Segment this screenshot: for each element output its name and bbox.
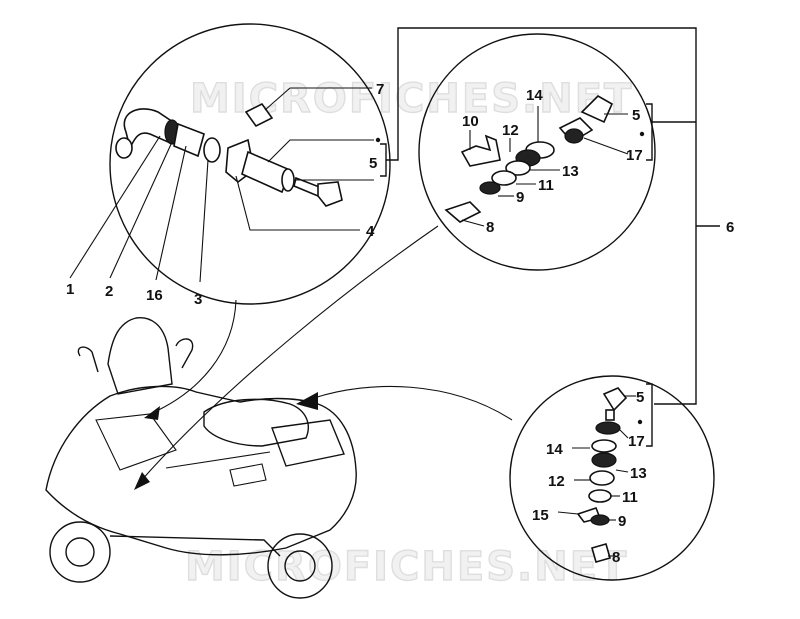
part-8-clip [444, 201, 482, 223]
part-13-ring [505, 160, 531, 176]
part-5-cylinder [241, 150, 292, 194]
leader-13 [615, 469, 629, 473]
label-8: 8 [486, 219, 494, 236]
rear-compartment [271, 419, 345, 467]
part-1-end [115, 137, 133, 159]
callout-arrows [134, 225, 513, 490]
label-13: 13 [562, 163, 579, 180]
part-9-spring [590, 514, 610, 526]
label-7: 7 [376, 81, 384, 98]
label-1: 1 [66, 281, 74, 298]
dot-5 [375, 137, 381, 143]
bracket-5 [380, 143, 387, 177]
bracket-5-17 [646, 383, 653, 447]
leader-2 [109, 141, 173, 279]
circle-outline [509, 375, 715, 581]
label-12: 12 [548, 473, 565, 490]
arrow-compartment [313, 385, 513, 421]
part-13-body [591, 452, 617, 468]
label-14: 14 [526, 87, 543, 104]
arrow-seat-lock [139, 225, 439, 483]
label-2: 2 [105, 283, 113, 300]
label-16: 16 [146, 287, 163, 304]
mirror-left [77, 346, 99, 373]
label-13: 13 [630, 465, 647, 482]
leader-4 [235, 175, 360, 231]
leader-8 [461, 219, 485, 227]
windshield [107, 317, 173, 395]
dot-17 [637, 419, 643, 425]
part-9-spring [479, 181, 501, 195]
leader-1 [69, 135, 161, 279]
connector-outline [386, 27, 697, 405]
watermark-bottom: MICROFICHES.NET [185, 544, 628, 590]
part-11-washer [491, 170, 517, 186]
floorboard [109, 535, 281, 557]
front-panel [95, 413, 177, 471]
leader-17 [583, 137, 629, 155]
label-6: 6 [726, 219, 734, 236]
label-4: 4 [366, 223, 375, 240]
leader-15 [557, 511, 579, 515]
part-5-cylinder [605, 409, 615, 421]
circle-outline [109, 23, 391, 305]
arrow-ignition [149, 299, 237, 415]
arrow-compartment-head [296, 392, 318, 410]
body-line [165, 451, 271, 469]
part-14-ring [591, 439, 617, 453]
label-5: 5 [632, 107, 640, 124]
part-5-face [281, 168, 295, 192]
part-3-ring [203, 137, 221, 163]
label-17: 17 [626, 147, 643, 164]
scooter-illustration [45, 317, 357, 599]
label-9: 9 [516, 189, 524, 206]
label-9: 9 [618, 513, 626, 530]
label-8: 8 [612, 549, 620, 566]
label-3: 3 [194, 291, 202, 308]
body-fairing [45, 385, 357, 556]
part-8-clip [591, 543, 611, 563]
rear-wheel [267, 533, 333, 599]
label-12: 12 [502, 122, 519, 139]
arrow-seat-lock-head [134, 472, 150, 490]
part-10-bracket [460, 134, 501, 167]
label-17: 17 [628, 433, 645, 450]
leader-5a [267, 139, 374, 163]
part-5-key [580, 95, 614, 124]
part-17-ring [595, 421, 621, 435]
bracket-5-17 [646, 103, 653, 161]
label-15: 15 [532, 507, 549, 524]
seat [203, 398, 309, 447]
circle-outline [418, 33, 656, 271]
front-wheel [49, 521, 111, 583]
detail-circle-ignition [69, 23, 391, 305]
label-10: 10 [462, 113, 479, 130]
part-11-washer [588, 489, 612, 503]
leader-7a [264, 87, 291, 111]
arrow-ignition-head [144, 406, 160, 420]
label-14: 14 [546, 441, 563, 458]
leader-17 [619, 429, 629, 439]
front-hub [65, 537, 95, 567]
part-16-sleeve [173, 122, 205, 158]
logo-plate [229, 463, 267, 487]
label-11: 11 [538, 177, 554, 194]
dot-17 [639, 131, 645, 137]
detail-circle-seat-lock [418, 33, 656, 271]
detail-circle-compartment-lock [509, 375, 715, 581]
part-5-key [602, 387, 628, 412]
label-5: 5 [636, 389, 644, 406]
label-11: 11 [622, 489, 638, 506]
part-17-ring [564, 128, 584, 144]
mirror-right [175, 338, 194, 369]
rear-hub [284, 550, 316, 582]
label-5: 5 [369, 155, 377, 172]
part-12-ring [589, 470, 615, 486]
group-6-connector [386, 27, 720, 405]
leader-3 [199, 159, 209, 283]
part-5-key-head [317, 181, 343, 207]
leader-16 [155, 145, 187, 281]
